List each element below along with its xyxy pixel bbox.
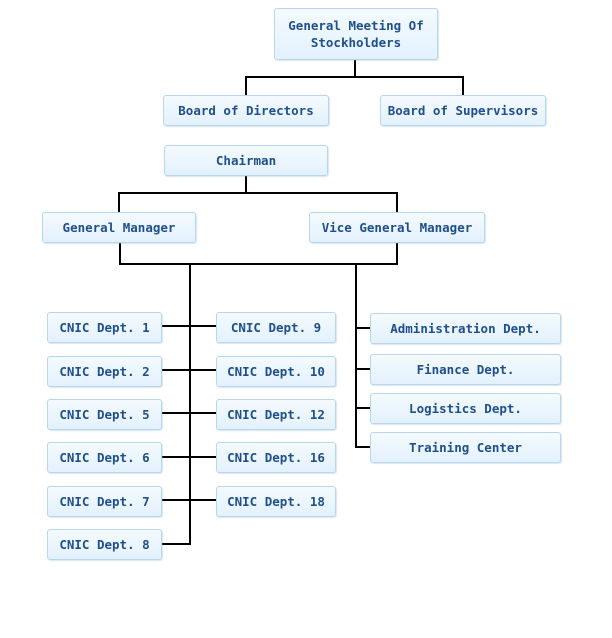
dept-label: CNIC Dept. 9 (230, 320, 322, 335)
dept-box: Administration Dept. (370, 313, 561, 344)
dept-label: Training Center (409, 440, 522, 455)
dept-box: Training Center (370, 432, 561, 463)
dept-label: Logistics Dept. (409, 401, 522, 416)
dept-label: CNIC Dept. 12 (227, 407, 325, 422)
board-of-supervisors-box: Board of Supervisors (380, 95, 546, 126)
board-of-directors-label: Board of Directors (178, 103, 314, 118)
general-meeting-box: General Meeting Of Stockholders (274, 8, 438, 60)
dept-label: CNIC Dept. 16 (227, 450, 325, 465)
general-manager-label: General Manager (62, 220, 176, 235)
chairman-label: Chairman (215, 153, 277, 168)
dept-box: CNIC Dept. 9 (216, 312, 336, 343)
dept-box: Finance Dept. (370, 354, 561, 385)
dept-label: Administration Dept. (390, 321, 541, 336)
dept-box: CNIC Dept. 6 (47, 442, 162, 473)
dept-box: CNIC Dept. 18 (216, 486, 336, 517)
dept-label: CNIC Dept. 6 (59, 450, 150, 465)
dept-box: CNIC Dept. 5 (47, 399, 162, 430)
dept-label: CNIC Dept. 10 (227, 364, 325, 379)
vice-general-manager-label: Vice General Manager (321, 220, 473, 235)
board-of-supervisors-label: Board of Supervisors (387, 103, 539, 118)
dept-label: CNIC Dept. 8 (59, 537, 150, 552)
general-manager-box: General Manager (42, 212, 196, 243)
board-of-directors-box: Board of Directors (163, 95, 329, 126)
general-meeting-label: General Meeting Of Stockholders (288, 18, 424, 50)
dept-label: CNIC Dept. 2 (59, 364, 150, 379)
dept-box: CNIC Dept. 7 (47, 486, 162, 517)
dept-box: Logistics Dept. (370, 393, 561, 424)
dept-label: CNIC Dept. 7 (59, 494, 150, 509)
chairman-box: Chairman (164, 145, 328, 176)
dept-box: CNIC Dept. 8 (47, 529, 162, 560)
dept-label: CNIC Dept. 1 (59, 320, 150, 335)
dept-label: Finance Dept. (416, 362, 515, 377)
dept-box: CNIC Dept. 2 (47, 356, 162, 387)
dept-box: CNIC Dept. 16 (216, 442, 336, 473)
dept-box: CNIC Dept. 1 (47, 312, 162, 343)
dept-label: CNIC Dept. 5 (59, 407, 150, 422)
dept-box: CNIC Dept. 10 (216, 356, 336, 387)
vice-general-manager-box: Vice General Manager (309, 212, 485, 243)
dept-box: CNIC Dept. 12 (216, 399, 336, 430)
dept-label: CNIC Dept. 18 (227, 494, 325, 509)
